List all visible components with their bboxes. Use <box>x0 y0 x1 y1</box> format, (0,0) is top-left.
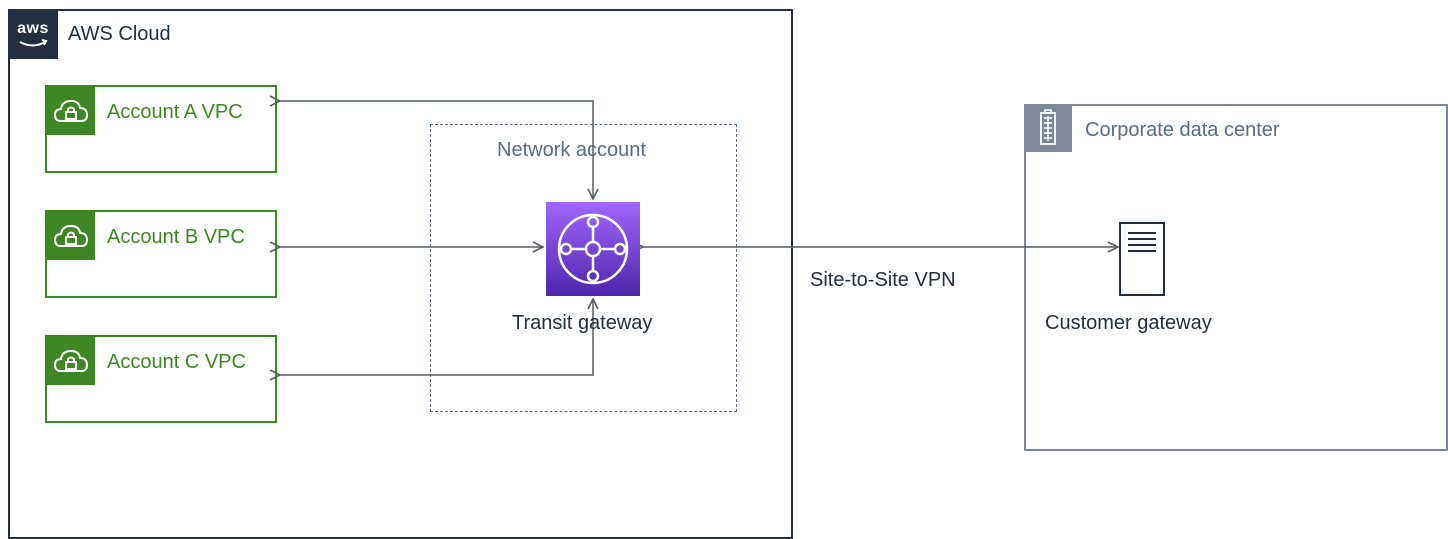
corporate-data-center-title: Corporate data center <box>1085 119 1280 141</box>
vpn-label: Site-to-Site VPN <box>810 269 956 291</box>
aws-cloud-title: AWS Cloud <box>68 23 171 45</box>
customer-gateway-icon[interactable] <box>1118 221 1166 297</box>
aws-smile-icon <box>19 39 48 47</box>
vpc-cloud-lock-icon <box>47 212 95 260</box>
building-icon <box>1024 104 1072 152</box>
aws-logo-icon: aws <box>8 9 58 59</box>
transit-gateway-icon[interactable] <box>546 202 640 296</box>
connector-account-a <box>280 101 593 199</box>
vpc-cloud-lock-icon <box>47 337 95 385</box>
vpc-title: Account C VPC <box>107 351 246 373</box>
vpc-title: Account B VPC <box>107 226 245 248</box>
vpc-cloud-lock-icon <box>47 87 95 135</box>
corporate-data-center-group <box>1024 104 1448 451</box>
connectors <box>0 0 1448 523</box>
transit-gateway-label: Transit gateway <box>512 312 653 334</box>
vpc-account-a[interactable]: Account A VPC <box>45 85 277 173</box>
connector-account-c <box>280 299 593 375</box>
customer-gateway-label: Customer gateway <box>1045 312 1212 334</box>
aws-logo-text: aws <box>17 20 49 37</box>
vpc-account-b[interactable]: Account B VPC <box>45 210 277 298</box>
vpc-title: Account A VPC <box>107 101 243 123</box>
